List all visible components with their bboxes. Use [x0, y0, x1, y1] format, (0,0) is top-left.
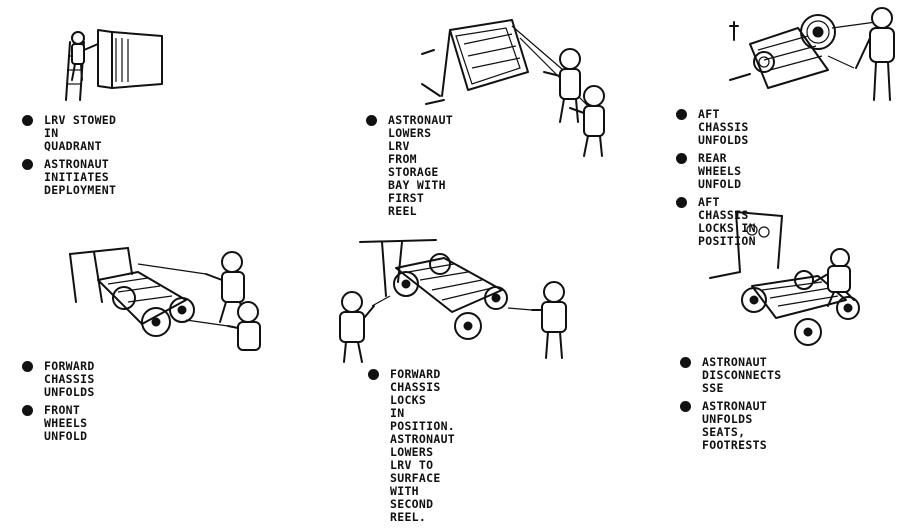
- bullet-icon: [22, 405, 33, 416]
- bullet-icon: [676, 197, 687, 208]
- step-3-illustration: [728, 4, 903, 109]
- step-1-caption-2: ASTRONAUT INITIATES DEPLOYMENT: [22, 158, 116, 197]
- step-6-caption-1: ASTRONAUT DISCONNECTS SSE: [680, 356, 781, 395]
- step-3-caption-2: REAR WHEELS UNFOLD: [676, 152, 756, 191]
- step-1-illustration: [50, 22, 170, 102]
- step-4-caption-1: FORWARD CHASSIS UNFOLDS: [22, 360, 95, 399]
- bullet-icon: [676, 109, 687, 120]
- step-4-caption-2: FRONT WHEELS UNFOLD: [22, 404, 95, 443]
- step-6-illustration: [708, 208, 868, 348]
- step-2-caption-1: ASTRONAUT LOWERS LRV FROM STORAGE BAY WI…: [366, 114, 453, 218]
- step-4-illustration: [68, 240, 273, 355]
- step-2-illustration: [420, 14, 620, 164]
- step-6-caption-2: ASTRONAUT UNFOLDS SEATS, FOOTRESTS: [680, 400, 781, 452]
- step-5-caption-1: FORWARD CHASSIS LOCKS IN POSITION. ASTRO…: [368, 368, 455, 524]
- bullet-icon: [368, 369, 379, 380]
- step-1-caption-1: LRV STOWED IN QUADRANT: [22, 114, 116, 153]
- bullet-icon: [22, 159, 33, 170]
- step-5-illustration: [332, 232, 572, 367]
- bullet-icon: [680, 357, 691, 368]
- bullet-icon: [366, 115, 377, 126]
- bullet-icon: [680, 401, 691, 412]
- step-3-caption-3: AFT CHASSIS LOCKS IN POSITION: [676, 196, 756, 248]
- step-3-caption-1: AFT CHASSIS UNFOLDS: [676, 108, 756, 147]
- bullet-icon: [22, 115, 33, 126]
- bullet-icon: [22, 361, 33, 372]
- bullet-icon: [676, 153, 687, 164]
